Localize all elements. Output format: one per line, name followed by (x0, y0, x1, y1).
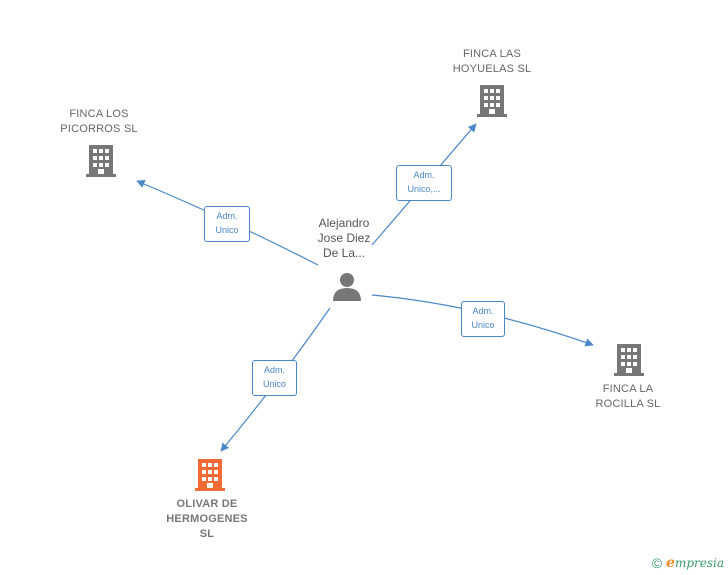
node-label-line: FINCA LA (602, 383, 654, 395)
node-label-line: Jose Diez (317, 231, 371, 245)
building-icon[interactable] (614, 344, 644, 376)
edge-label-to-rocilla[interactable]: Adm. Unico (461, 301, 505, 337)
edge-label-line: Unico (262, 379, 286, 389)
edge-label-to-olivar[interactable]: Adm. Unico (252, 360, 297, 396)
node-label-finca-hoyuelas[interactable]: FINCA LAS HOYUELAS SL (437, 47, 547, 77)
edge-label-line: Adm. (413, 170, 435, 180)
node-label-line: HERMOGENES (166, 513, 248, 525)
brand-logo-text: mpresia (674, 556, 724, 570)
node-label-line: OLIVAR DE (176, 498, 238, 510)
brand-logo-initial: e (666, 555, 675, 571)
node-label-line: FINCA LAS (462, 48, 522, 60)
edge-label-line: Adm. (472, 306, 494, 316)
edge-label-to-hoyuelas[interactable]: Adm. Unico,... (396, 165, 452, 201)
edge-label-line: Adm. (263, 365, 285, 375)
node-label-line: Alejandro (318, 216, 370, 230)
node-label-line: SL (199, 528, 215, 540)
node-label-person[interactable]: Alejandro Jose Diez De La... (294, 216, 394, 261)
node-label-line: ROCILLA SL (595, 398, 661, 410)
node-label-olivar[interactable]: OLIVAR DE HERMOGENES SL (152, 497, 262, 542)
node-label-finca-picorros[interactable]: FINCA LOS PICORROS SL (44, 107, 154, 137)
edge-label-line: Adm. (216, 211, 238, 221)
brand-watermark: © empresia (652, 555, 724, 571)
edge-label-to-picorros[interactable]: Adm. Unico (204, 206, 250, 242)
building-icon[interactable] (477, 85, 507, 117)
person-icon[interactable] (333, 273, 361, 301)
node-label-line: FINCA LOS (69, 108, 129, 120)
building-icon-highlighted[interactable] (195, 459, 225, 491)
node-label-line: HOYUELAS SL (452, 63, 532, 75)
building-icon[interactable] (86, 145, 116, 177)
copyright-symbol: © (651, 555, 663, 571)
edge-label-line: Unico,... (407, 184, 441, 194)
node-label-line: PICORROS SL (60, 123, 138, 135)
edge-label-line: Unico (215, 225, 239, 235)
brand-logo: empresia (666, 555, 724, 571)
node-label-line: De La... (322, 246, 366, 260)
node-label-finca-rocilla[interactable]: FINCA LA ROCILLA SL (573, 382, 683, 412)
edge-label-line: Unico (471, 320, 495, 330)
